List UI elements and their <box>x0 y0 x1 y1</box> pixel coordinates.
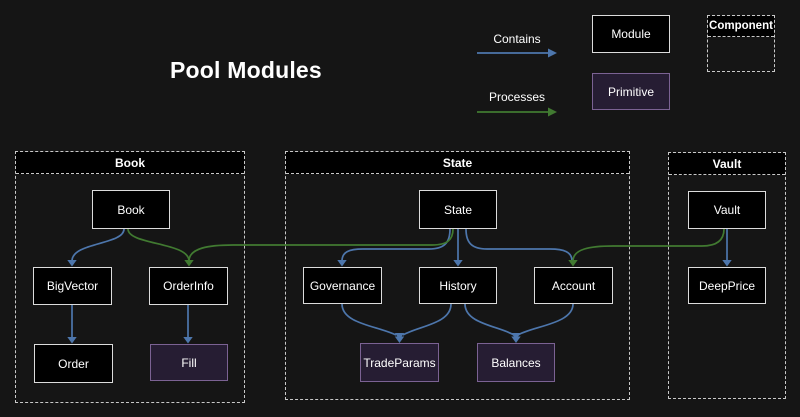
container-book-label: Book <box>115 155 145 170</box>
container-book: Book <box>15 151 245 403</box>
node-bigvector-label: BigVector <box>46 279 99 293</box>
container-state: State <box>285 151 630 400</box>
page-title: Pool Modules <box>170 57 322 83</box>
legend-component-box: Component <box>707 15 775 72</box>
node-tradeparams-label: TradeParams <box>363 355 436 370</box>
legend-contains-arrowhead <box>548 48 557 58</box>
node-history-label: History <box>439 278 477 293</box>
legend-contains-label: Contains <box>493 32 541 46</box>
node-book: Book <box>92 190 170 229</box>
legend-processes-label: Processes <box>488 90 546 104</box>
node-vault-label: Vault <box>713 203 741 217</box>
node-governance: Governance <box>303 267 382 304</box>
node-fill-label: Fill <box>181 355 197 370</box>
node-account: Account <box>534 267 613 304</box>
node-state: State <box>419 190 497 229</box>
legend-primitive-node: Primitive <box>592 73 670 110</box>
container-vault-header: Vault <box>669 153 785 175</box>
legend-processes-arrowhead <box>548 107 557 117</box>
node-deepprice: DeepPrice <box>688 267 766 304</box>
node-orderinfo-label: OrderInfo <box>163 279 214 293</box>
node-vault: Vault <box>688 191 766 229</box>
node-fill: Fill <box>150 344 228 381</box>
node-state-label: State <box>443 202 473 217</box>
container-state-header: State <box>286 152 629 174</box>
node-bigvector: BigVector <box>33 267 112 305</box>
node-governance-label: Governance <box>309 278 376 293</box>
node-tradeparams: TradeParams <box>360 343 439 382</box>
legend-module-label: Module <box>611 27 651 41</box>
legend-component-label: Component <box>709 20 773 32</box>
container-book-header: Book <box>16 152 244 174</box>
container-vault-label: Vault <box>712 156 742 171</box>
node-balances: Balances <box>477 343 555 382</box>
container-vault: Vault <box>668 152 786 399</box>
node-balances-label: Balances <box>491 355 541 370</box>
node-history: History <box>419 267 497 304</box>
legend-component-header: Component <box>708 16 774 37</box>
node-book-label: Book <box>117 202 145 217</box>
node-orderinfo: OrderInfo <box>149 267 228 305</box>
node-account-label: Account <box>551 278 596 293</box>
node-order-label: Order <box>58 356 89 371</box>
legend-primitive-label: Primitive <box>607 84 654 99</box>
container-state-label: State <box>442 155 473 170</box>
node-deepprice-label: DeepPrice <box>698 278 756 293</box>
node-order: Order <box>34 344 113 383</box>
legend-module-node: Module <box>592 15 670 53</box>
